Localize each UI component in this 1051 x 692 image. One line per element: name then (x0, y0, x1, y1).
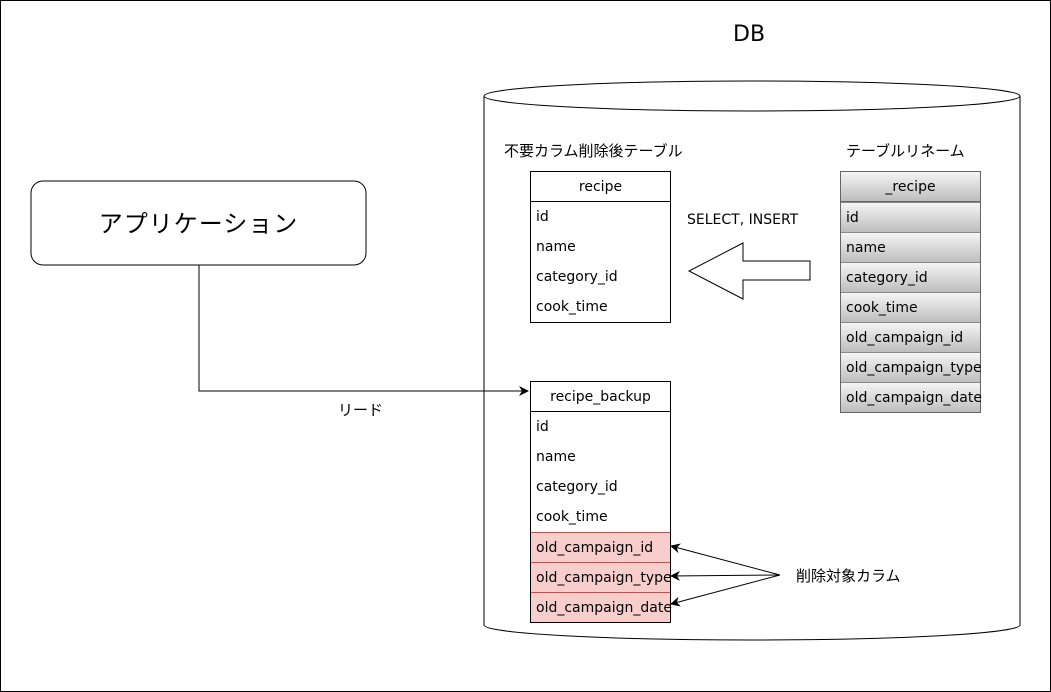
table-recipe-backup: recipe_backup id name category_id cook_t… (530, 381, 672, 623)
application-label: アプリケーション (98, 210, 299, 238)
table-column: id (536, 209, 549, 225)
table-column-delete-target: old_campaign_id (531, 532, 670, 562)
table-column: name (536, 449, 576, 465)
table-header: recipe (531, 172, 670, 202)
table-header: _recipe (841, 172, 980, 202)
table-column: category_id (841, 262, 980, 292)
copy-arrow (687, 242, 811, 300)
table-column: category_id (536, 479, 618, 495)
read-connector (198, 265, 529, 396)
table-column: old_campaign_date (841, 382, 982, 412)
table-column: cook_time (536, 509, 608, 525)
table-recipe: recipe id name category_id cook_time (530, 171, 671, 323)
table-renamed-recipe: _recipe id name category_id cook_time ol… (840, 171, 982, 413)
table-column-delete-target: old_campaign_date (531, 592, 672, 622)
copy-label: SELECT, INSERT (687, 212, 799, 228)
delete-target-arrows (670, 543, 781, 607)
db-title: DB (733, 22, 766, 47)
table-column: old_campaign_type (841, 352, 982, 382)
table-header: recipe_backup (531, 382, 670, 412)
read-label: リード (338, 401, 384, 419)
table-column: cook_time (841, 292, 980, 322)
table-column: category_id (536, 269, 618, 285)
table-column: id (536, 419, 549, 435)
table-column: cook_time (536, 299, 608, 315)
right-table-caption: テーブルリネーム (846, 142, 965, 160)
table-column: id (841, 202, 980, 232)
table-column: name (536, 239, 576, 255)
left-table-caption: 不要カラム削除後テーブル (504, 142, 683, 160)
table-column-delete-target: old_campaign_type (531, 562, 672, 592)
delete-target-label: 削除対象カラム (796, 567, 901, 585)
table-column: name (841, 232, 980, 262)
table-column: old_campaign_id (841, 322, 980, 352)
